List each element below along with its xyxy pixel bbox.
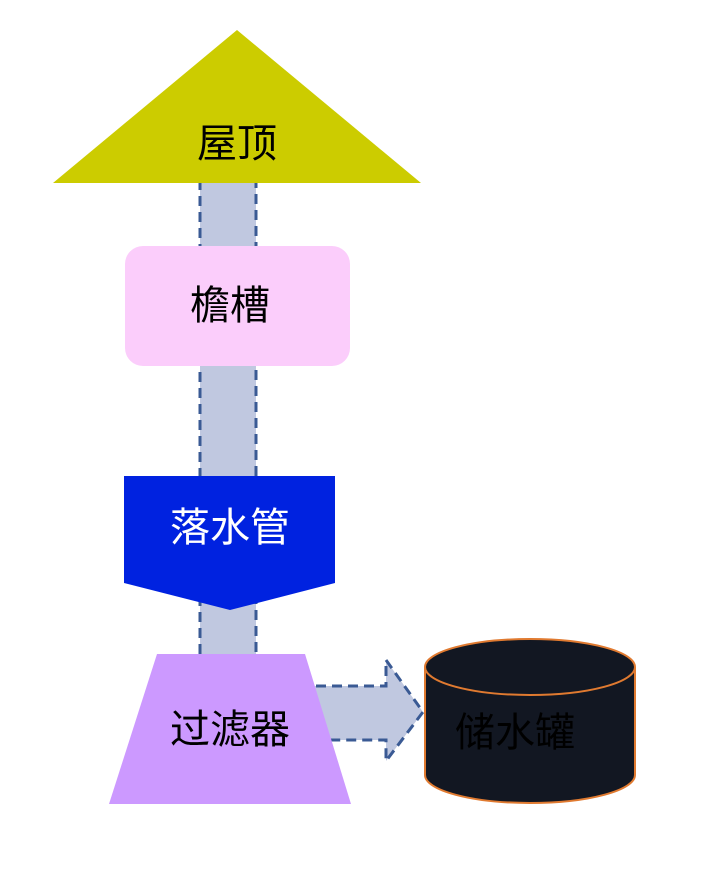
downpipe-shape: [124, 476, 335, 610]
gutter-shape: [125, 246, 350, 366]
filter-shape: [109, 654, 351, 804]
roof-shape: [53, 30, 421, 183]
filter-label: 过滤器: [170, 707, 290, 753]
tank-top: [424, 638, 636, 696]
downpipe-label: 落水管: [170, 505, 290, 551]
tank-body: [424, 667, 636, 804]
gutter-label: 檐槽: [190, 283, 270, 329]
tank-shape: [424, 638, 636, 804]
roof-label: 屋顶: [197, 121, 277, 167]
tank-label: 储水罐: [455, 710, 575, 756]
